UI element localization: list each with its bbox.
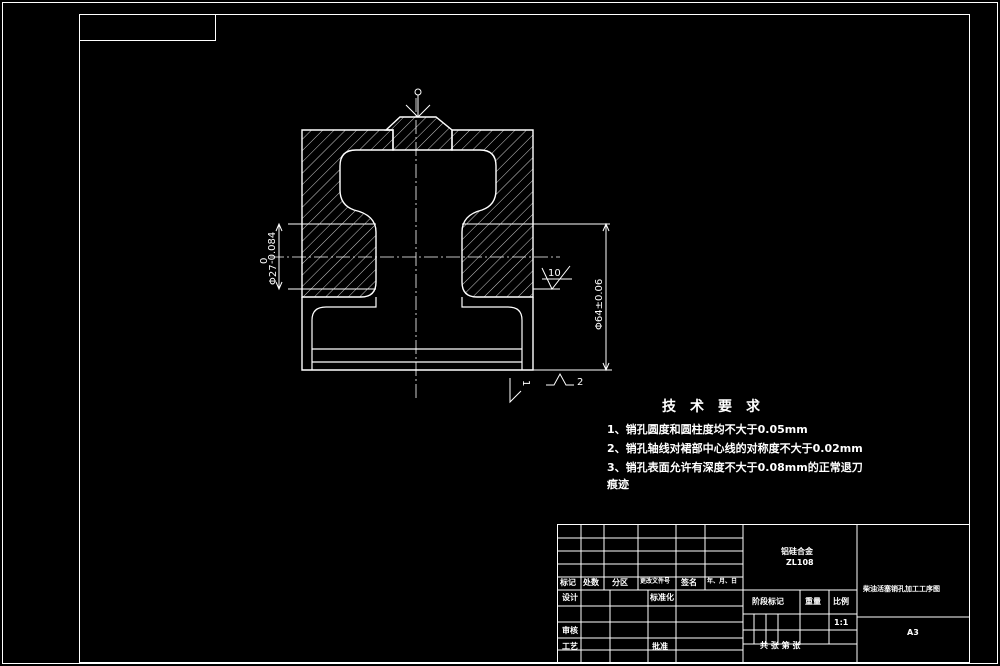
section-mark-1: 1 — [520, 380, 531, 386]
label-sheets: 共 张 第 张 — [760, 641, 801, 650]
roughness-callout: 10 — [541, 265, 572, 290]
requirements-title: 技术要求 — [662, 399, 774, 415]
hole-dimension-text: Φ27 — [268, 264, 279, 285]
skirt-inner-outline — [311, 297, 523, 370]
label-standardize: 标准化 — [650, 593, 674, 602]
roughness-value: 10 — [548, 268, 561, 279]
outer-dimension-text: Φ64±0.06 — [594, 279, 605, 330]
hatched-section-right — [451, 129, 534, 298]
top-roughness-symbol — [405, 104, 431, 118]
label-mark: 标记 — [560, 578, 576, 587]
requirement-item-3-cont: 痕迹 — [607, 478, 629, 491]
label-signature: 签名 — [681, 578, 697, 587]
label-change-doc: 更改文件号 — [640, 578, 671, 585]
section-marks: 2 1 — [509, 372, 583, 404]
hole-dimension: Φ27 0 -0.084 — [259, 222, 283, 291]
outer-dimension: Φ64±0.06 — [533, 222, 612, 372]
hatched-crown — [384, 116, 453, 151]
hole-tol-lower: -0.084 — [267, 232, 278, 264]
label-weight: 重量 — [805, 597, 821, 606]
section-mark-2: 2 — [577, 377, 583, 388]
label-scale: 比例 — [833, 597, 849, 606]
paper-size: A3 — [907, 628, 919, 637]
material-code: ZL108 — [786, 558, 814, 567]
top-datum-circle — [414, 88, 422, 96]
label-review: 审核 — [562, 626, 578, 635]
label-approve: 批准 — [652, 642, 668, 651]
material-name: 铝硅合金 — [781, 547, 813, 556]
part-name: 柴油活塞销孔加工工序图 — [863, 585, 940, 593]
label-stage-mark: 阶段标记 — [752, 597, 784, 606]
label-date: 年、月、日 — [707, 578, 738, 585]
title-block — [557, 524, 970, 663]
label-count: 处数 — [583, 578, 599, 587]
requirement-item-3: 3、销孔表面允许有深度不大于0.08mm的正常退刀 — [607, 461, 863, 474]
inner-frame — [79, 14, 970, 663]
corner-box — [79, 14, 216, 41]
skirt-outline — [301, 297, 534, 371]
piston-section — [270, 88, 610, 398]
requirement-item-2: 2、销孔轴线对裙部中心线的对称度不大于0.02mm — [607, 442, 863, 455]
label-zone: 分区 — [612, 578, 628, 587]
scale-value: 1:1 — [834, 618, 849, 627]
hatched-section-left — [301, 129, 394, 298]
hole-tol-upper: 0 — [259, 258, 270, 264]
label-process: 工艺 — [562, 642, 578, 651]
label-design: 设计 — [562, 593, 578, 602]
requirement-item-1: 1、销孔圆度和圆柱度均不大于0.05mm — [607, 423, 808, 436]
